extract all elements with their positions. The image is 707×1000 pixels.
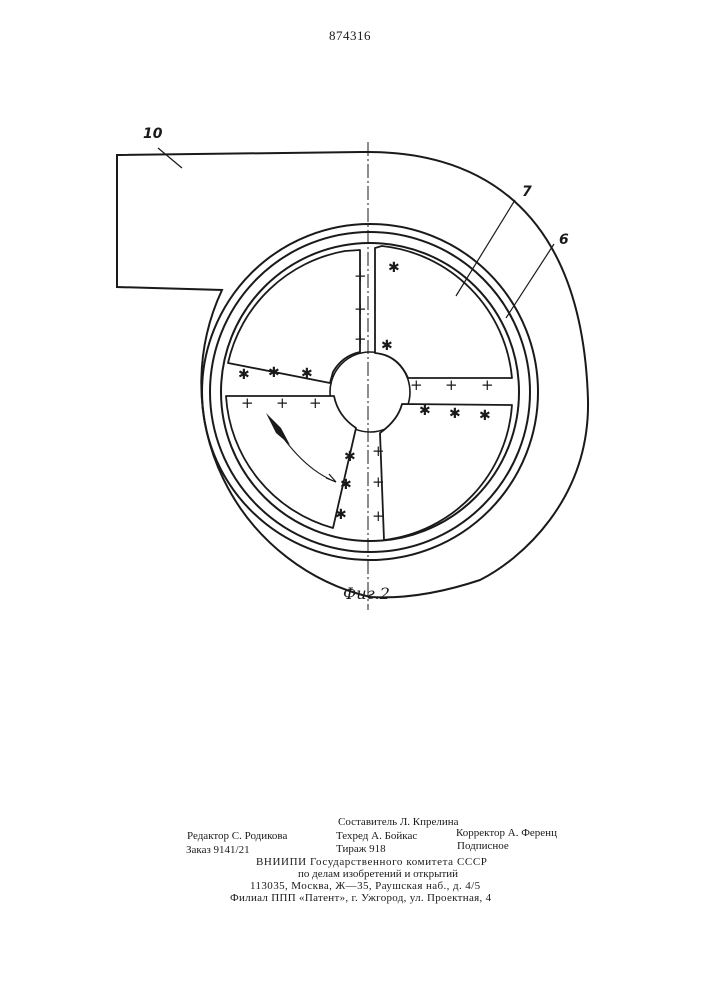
- plus-mark: +: [354, 330, 367, 348]
- plus-mark: +: [481, 376, 494, 394]
- plus-mark: +: [354, 300, 367, 318]
- star-mark: ✱: [388, 260, 400, 276]
- star-mark: ✱: [238, 367, 250, 383]
- plus-mark: +: [241, 394, 254, 412]
- rotor-segment-top-left: [228, 250, 360, 383]
- star-mark: ✱: [479, 408, 491, 424]
- imprint-org-line2: по делам изобретений и открытий: [298, 868, 458, 880]
- imprint-subscription: Подписное: [457, 840, 509, 852]
- leader-6: [506, 244, 554, 318]
- leader-10: [158, 148, 182, 168]
- label-10: 10: [143, 126, 163, 142]
- label-7: 7: [522, 184, 532, 200]
- plus-mark: +: [445, 376, 458, 394]
- imprint-corrector: Корректор А. Ференц: [456, 827, 557, 839]
- imprint-compiler: Составитель Л. Кпрелина: [338, 816, 459, 828]
- star-mark: ✱: [301, 366, 313, 382]
- star-mark: ✱: [335, 507, 347, 523]
- plus-mark: +: [309, 394, 322, 412]
- imprint-circulation: Тираж 918: [336, 843, 386, 855]
- plus-mark: +: [354, 267, 367, 285]
- imprint-techred: Техред А. Бойкас: [336, 830, 417, 842]
- imprint-order: Заказ 9141/21: [186, 844, 250, 856]
- star-mark: ✱: [344, 449, 356, 465]
- star-mark: ✱: [449, 406, 461, 422]
- plus-mark: +: [276, 394, 289, 412]
- plus-mark: +: [372, 442, 385, 460]
- imprint-address: 113035, Москва, Ж—35, Раушская наб., д. …: [250, 880, 481, 892]
- imprint-org-line1: ВНИИПИ Государственного комитета СССР: [256, 856, 487, 868]
- imprint-editor: Редактор С. Родикова: [187, 830, 287, 842]
- inner-ring: [221, 243, 519, 541]
- star-mark: ✱: [381, 338, 393, 354]
- plus-mark: +: [372, 473, 385, 491]
- star-mark: ✱: [419, 403, 431, 419]
- plus-mark: +: [372, 507, 385, 525]
- label-6: 6: [559, 232, 569, 248]
- star-mark: ✱: [340, 477, 352, 493]
- imprint-branch: Филиал ППП «Патент», г. Ужгород, ул. Про…: [230, 892, 491, 904]
- star-mark: ✱: [268, 365, 280, 381]
- plus-mark: +: [410, 376, 423, 394]
- figure-caption: Фиг.2: [343, 588, 390, 600]
